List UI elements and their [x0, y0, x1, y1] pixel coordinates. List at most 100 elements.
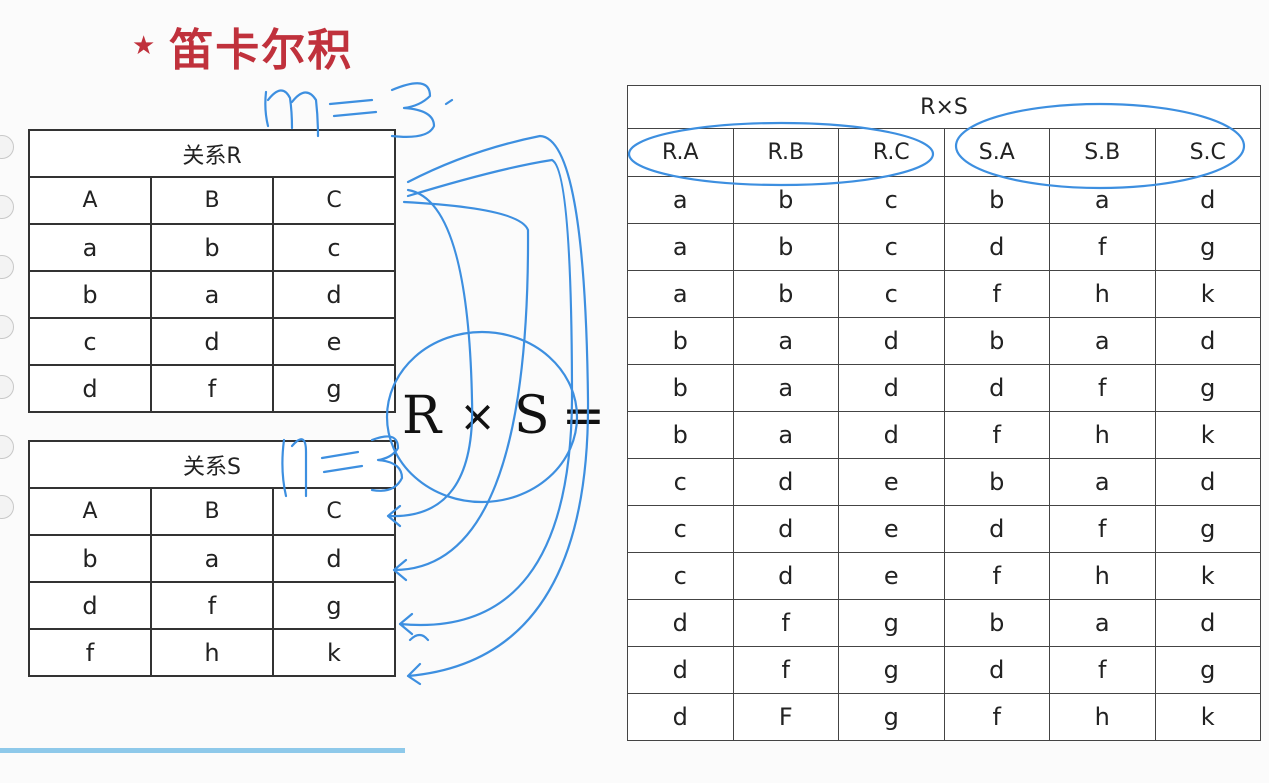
tool-icon[interactable]	[0, 195, 14, 219]
table-cell: b	[943, 317, 1050, 365]
table-cell: d	[1154, 176, 1261, 224]
equals-sign: =	[561, 386, 606, 446]
table-cell: F	[732, 693, 839, 741]
table-cell: f	[1049, 646, 1156, 694]
table-cell: d	[732, 458, 839, 506]
table-cell: b	[627, 317, 734, 365]
product-expression: R × S =	[402, 386, 605, 446]
relation-r-caption: 关系R	[28, 129, 396, 178]
column-header: R.C	[838, 128, 945, 177]
table-cell: d	[943, 505, 1050, 553]
table-cell: k	[1154, 552, 1261, 600]
column-header: S.B	[1049, 128, 1156, 177]
tool-icon[interactable]	[0, 255, 14, 279]
table-cell: c	[627, 505, 734, 553]
table-cell: d	[732, 552, 839, 600]
column-header: C	[272, 176, 396, 225]
tool-icon[interactable]	[0, 375, 14, 399]
column-header: S.C	[1154, 128, 1261, 177]
table-cell: g	[1154, 364, 1261, 412]
table-cell: d	[150, 317, 274, 366]
table-cell: f	[943, 693, 1050, 741]
column-header: A	[28, 487, 152, 536]
table-cell: a	[150, 270, 274, 319]
table-cell: d	[943, 646, 1050, 694]
column-header: R.A	[627, 128, 734, 177]
table-cell: d	[28, 364, 152, 413]
table-cell: g	[272, 581, 396, 630]
table-cell: h	[1049, 411, 1156, 459]
table-cell: d	[627, 646, 734, 694]
table-cell: a	[28, 223, 152, 272]
table-cell: f	[1049, 364, 1156, 412]
tool-icon[interactable]	[0, 435, 14, 459]
table-cell: b	[28, 270, 152, 319]
table-cell: k	[1154, 411, 1261, 459]
page-title: ★ 笛卡尔积	[132, 14, 353, 78]
table-cell: e	[272, 317, 396, 366]
table-cell: d	[1154, 458, 1261, 506]
column-header: C	[272, 487, 396, 536]
table-cell: g	[1154, 646, 1261, 694]
side-toolbar	[0, 135, 14, 555]
table-cell: a	[1049, 176, 1156, 224]
table-cell: h	[1049, 693, 1156, 741]
star-icon: ★	[132, 31, 156, 61]
table-cell: d	[838, 317, 945, 365]
ink-arrow-4	[386, 188, 474, 528]
table-cell: d	[627, 599, 734, 647]
table-cell: c	[838, 176, 945, 224]
column-header: S.A	[943, 128, 1050, 177]
table-cell: h	[150, 628, 274, 677]
table-cell: d	[1154, 599, 1261, 647]
table-cell: f	[28, 628, 152, 677]
table-cell: a	[1049, 599, 1156, 647]
table-cell: d	[627, 693, 734, 741]
table-cell: f	[150, 581, 274, 630]
table-cell: b	[627, 411, 734, 459]
table-cell: d	[272, 270, 396, 319]
table-cell: d	[943, 364, 1050, 412]
table-cell: f	[943, 411, 1050, 459]
tool-icon[interactable]	[0, 315, 14, 339]
table-cell: b	[732, 223, 839, 271]
relation-s-caption: 关系S	[28, 440, 396, 489]
table-cell: a	[1049, 317, 1156, 365]
table-cell: a	[732, 364, 839, 412]
table-cell: d	[838, 411, 945, 459]
table-cell: a	[732, 317, 839, 365]
table-cell: g	[1154, 505, 1261, 553]
tool-icon[interactable]	[0, 495, 14, 519]
tool-icon[interactable]	[0, 135, 14, 159]
table-cell: d	[1154, 317, 1261, 365]
table-cell: f	[150, 364, 274, 413]
table-cell: c	[627, 458, 734, 506]
table-cell: d	[732, 505, 839, 553]
table-cell: f	[1049, 223, 1156, 271]
table-cell: d	[28, 581, 152, 630]
table-cell: b	[150, 223, 274, 272]
table-cell: f	[943, 552, 1050, 600]
column-header: B	[150, 176, 274, 225]
table-cell: b	[943, 176, 1050, 224]
table-cell: k	[1154, 270, 1261, 318]
title-text: 笛卡尔积	[169, 25, 354, 76]
table-cell: k	[272, 628, 396, 677]
ink-arrow-5	[408, 633, 430, 642]
table-cell: a	[732, 411, 839, 459]
